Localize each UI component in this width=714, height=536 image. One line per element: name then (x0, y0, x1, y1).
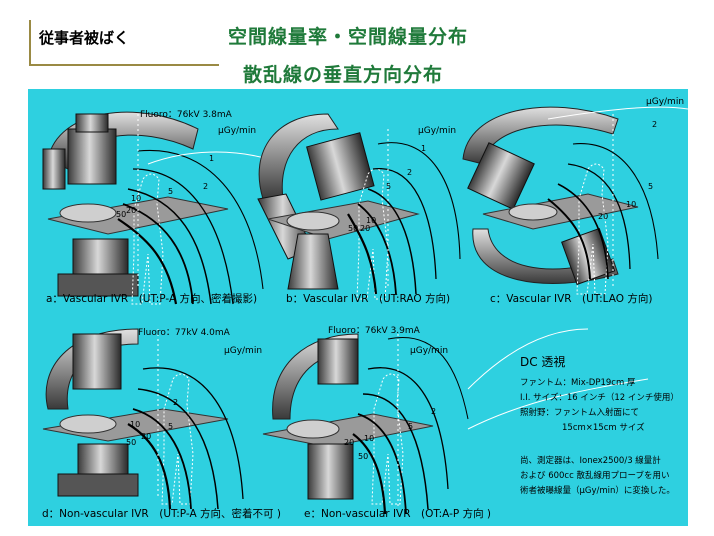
svg-text:20: 20 (344, 438, 354, 447)
svg-text:2: 2 (173, 398, 178, 407)
dc-note-2: および 600cc 散乱線用プローブを用い (520, 471, 670, 481)
dc-field: 照射野：ファントム入射面にて (520, 408, 640, 418)
scatter-curve (467, 378, 649, 430)
svg-text:5: 5 (386, 182, 391, 191)
section-tag: 従事者被ばく (39, 29, 130, 47)
panel-b-caption: b：Vascular IVR (UT:RAO 方向) (286, 293, 451, 305)
svg-text:2: 2 (203, 182, 208, 191)
dc-note-3: 術者被曝線量（μGy/min）に変換した。 (520, 486, 675, 496)
header-rule-horizontal (29, 64, 219, 66)
svg-text:20: 20 (126, 206, 136, 215)
header-rule-vertical (29, 20, 31, 66)
svg-text:20: 20 (598, 212, 608, 221)
panel-c-caption: c：Vascular IVR (UT:LAO 方向) (490, 293, 653, 305)
svg-text:5: 5 (168, 422, 173, 431)
figure-panel: 1 2 5 10 20 50 1 2 5 10 20 (28, 89, 688, 526)
svg-text:5: 5 (648, 182, 653, 191)
panel-e-fluoro: Fluoro：76kV 3.9mA (328, 326, 420, 336)
svg-text:5: 5 (168, 187, 173, 196)
svg-text:1: 1 (421, 144, 426, 153)
panel-b-unit: μGy/min (418, 126, 457, 136)
panel-a-caption: a：Vascular IVR (UT:P-A 方向、密着撮影) (46, 293, 258, 305)
page-subtitle: 散乱線の垂直方向分布 (243, 64, 444, 86)
panel-a-fluoro: Fluoro：76kV 3.8mA (140, 110, 232, 120)
dc-note-1: 尚、測定器は、Ionex2500/3 線量計 (520, 456, 661, 466)
svg-text:10: 10 (366, 216, 376, 225)
svg-text:20: 20 (141, 432, 151, 441)
dc-field-size: 15cm×15cm サイズ (562, 423, 645, 433)
panel-b-illustration: 1 2 5 10 20 50 (257, 113, 461, 300)
panel-e-illustration: 2 5 10 20 50 (262, 333, 469, 515)
dc-ii-size: I.I. サイズ：16 インチ（12 インチ使用） (520, 393, 679, 403)
svg-text:2: 2 (431, 407, 436, 416)
svg-text:10: 10 (130, 420, 140, 429)
svg-text:10: 10 (626, 200, 636, 209)
svg-text:20: 20 (360, 224, 370, 233)
svg-text:50: 50 (116, 210, 126, 219)
panel-d-illustration: 2 5 10 20 50 (42, 328, 244, 510)
dc-title: DC 透視 (520, 355, 566, 369)
panel-e-unit: μGy/min (410, 346, 449, 356)
svg-text:50: 50 (348, 224, 358, 233)
svg-text:50: 50 (358, 452, 368, 461)
svg-text:5: 5 (408, 422, 413, 431)
svg-text:1: 1 (209, 154, 214, 163)
figure-illustrations: 1 2 5 10 20 50 1 2 5 10 20 (42, 106, 688, 515)
panel-a-unit: μGy/min (218, 126, 257, 136)
panel-d-caption: d：Non-vascular IVR (UT:P-A 方向、密着不可 ) (42, 508, 281, 520)
scatter-curve (467, 328, 589, 390)
panel-c-unit: μGy/min (646, 97, 685, 107)
panel-e-caption: e：Non-vascular IVR (OT:A-P 方向 ) (304, 508, 492, 520)
panel-d-unit: μGy/min (224, 346, 263, 356)
panel-a-illustration: 1 2 5 10 20 50 (42, 111, 269, 305)
svg-text:2: 2 (652, 120, 657, 129)
svg-text:50: 50 (126, 438, 136, 447)
svg-text:2: 2 (407, 168, 412, 177)
dc-phantom: ファントム：Mix-DP19cm 厚 (520, 378, 636, 388)
panel-c-illustration: 2 5 10 20 (462, 106, 688, 295)
panel-d-fluoro: Fluoro：77kV 4.0mA (138, 328, 230, 338)
svg-text:10: 10 (364, 434, 374, 443)
svg-text:10: 10 (131, 194, 141, 203)
page-title: 空間線量率・空間線量分布 (228, 26, 469, 48)
